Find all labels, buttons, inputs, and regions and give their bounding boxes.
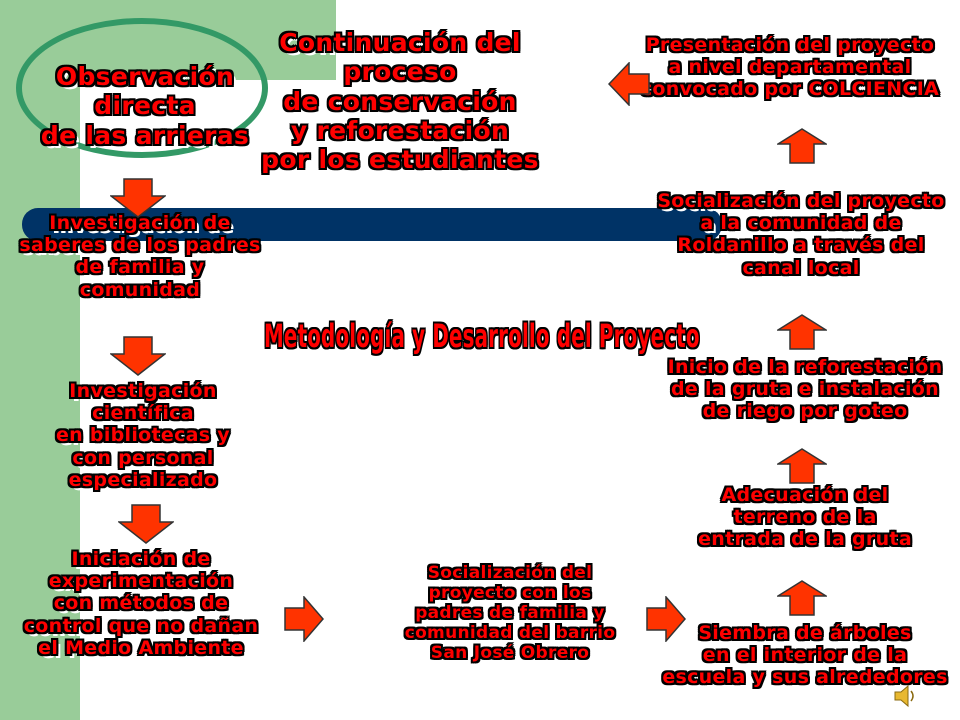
up-arrow-icon <box>777 580 827 616</box>
down-arrow-icon <box>118 504 174 544</box>
node-line: terreno de la <box>733 506 877 529</box>
node-socializacion-roldanillo: Socialización del proyecto a la comunida… <box>656 190 946 279</box>
node-line: Presentación del proyecto <box>645 34 935 56</box>
node-line: por los estudiantes <box>261 145 539 174</box>
node-line: Socialización del <box>427 563 593 583</box>
node-line: Siembra de árboles <box>698 622 912 644</box>
node-observacion: Observación directa de las arrieras <box>20 62 270 150</box>
node-siembra: Siembra de árboles en el interior de la … <box>660 622 950 689</box>
node-line: a la comunidad de <box>700 212 902 235</box>
node-line: especializado <box>68 468 218 491</box>
speaker-icon[interactable] <box>893 683 917 709</box>
node-line: de familia y comunidad <box>75 256 205 301</box>
right-arrow-icon <box>284 596 324 642</box>
node-line: con métodos de <box>53 592 229 615</box>
diagram-title: Metodología y Desarrollo del Proyecto <box>264 317 700 355</box>
node-line: y reforestación <box>290 115 510 145</box>
node-line: Inicio de la reforestación <box>667 356 943 378</box>
node-line: comunidad del barrio <box>404 622 616 643</box>
up-arrow-icon <box>777 448 827 484</box>
node-line: Socialización del proyecto <box>657 190 945 212</box>
node-line: entrada de la gruta <box>698 528 912 551</box>
node-line: control que no dañan <box>23 614 259 637</box>
node-line: San José Obrero <box>430 642 590 663</box>
node-line: convocado por COLCIENCIA <box>640 78 940 101</box>
node-line: padres de familia y <box>415 602 605 623</box>
right-arrow-icon <box>646 596 686 642</box>
up-arrow-icon <box>777 314 827 350</box>
down-arrow-icon <box>110 178 166 218</box>
node-line: experimentación <box>48 570 234 593</box>
node-line: Iniciación de <box>71 548 211 570</box>
node-line: en bibliotecas y <box>56 424 230 447</box>
up-arrow-icon <box>777 128 827 164</box>
node-investigacion-saberes: Investigación de saberes de los padres d… <box>14 212 266 301</box>
node-line: escuela y sus alrededores <box>662 666 948 689</box>
node-investigacion-cientifica: Investigación científica en bibliotecas … <box>16 380 270 491</box>
left-arrow-icon <box>608 62 650 106</box>
node-line: de riego por goteo <box>702 400 908 423</box>
node-line: el Medio Ambiente <box>38 636 244 659</box>
node-line: saberes de los padres <box>19 234 261 257</box>
node-line: en el interior de la <box>702 644 908 667</box>
node-line: Investigación de <box>49 212 231 234</box>
node-line: de las arrieras <box>40 120 250 150</box>
node-line: de conservación <box>283 86 517 116</box>
node-line: Roldanillo a través del <box>677 234 925 257</box>
node-line: Continuación del proceso <box>279 28 521 87</box>
node-line: a nivel departamental <box>668 56 912 79</box>
node-line: Investigación científica <box>69 380 217 425</box>
node-line: Adecuación del <box>721 484 889 506</box>
node-socializacion-padres: Socialización del proyecto con los padre… <box>390 563 630 663</box>
node-presentacion: Presentación del proyecto a nivel depart… <box>640 34 940 101</box>
node-line: con personal <box>72 446 214 469</box>
node-iniciacion: Iniciación de experimentación con método… <box>18 548 264 659</box>
node-line: de la gruta e instalación <box>670 378 939 401</box>
node-line: canal local <box>742 256 860 279</box>
highlight-oval <box>16 18 268 158</box>
node-line: proyecto con los <box>428 582 592 603</box>
node-inicio-reforestacion: Inicio de la reforestación de la gruta e… <box>660 356 950 423</box>
node-continuacion: Continuación del proceso de conservación… <box>240 28 560 174</box>
down-arrow-icon <box>110 336 166 376</box>
node-line: Observación directa <box>55 62 235 121</box>
node-adecuacion: Adecuación del terreno de la entrada de … <box>680 484 930 551</box>
